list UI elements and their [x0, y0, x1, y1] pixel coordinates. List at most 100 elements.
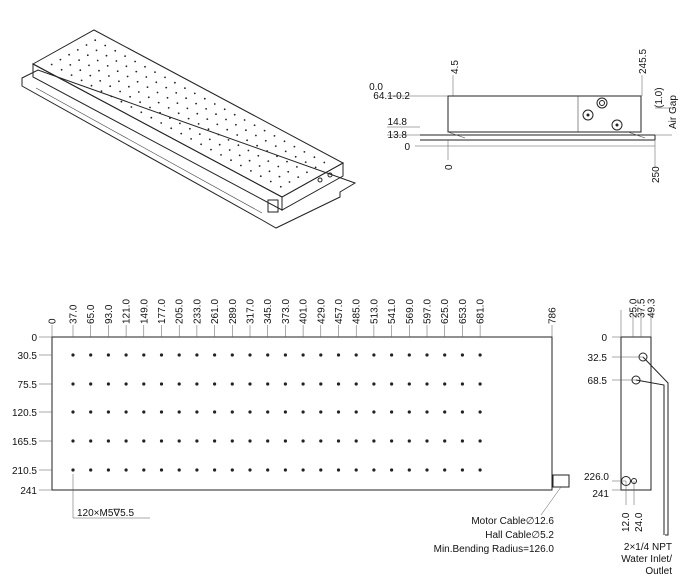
mount-hole: [71, 353, 75, 357]
iso-hole: [217, 133, 220, 136]
iso-hole: [100, 90, 103, 92]
iso-hole: [114, 49, 117, 52]
side-port-3-center: [615, 123, 619, 127]
mount-hole: [460, 468, 464, 472]
end-label-bottom-24: 24.0: [634, 512, 645, 532]
iso-hole: [304, 161, 307, 164]
mount-hole: [213, 468, 217, 472]
iso-hole: [230, 159, 232, 162]
mount-hole: [71, 382, 75, 386]
iso-hole: [110, 95, 113, 98]
iso-hole: [284, 150, 287, 153]
mount-hole: [390, 382, 394, 386]
iso-hole: [174, 81, 176, 84]
end-label-y-68-5: 68.5: [588, 376, 608, 387]
iso-hole: [90, 84, 93, 87]
top-y-label-1: 30.5: [18, 351, 38, 362]
mount-hole: [407, 353, 411, 357]
iso-hole: [278, 175, 281, 178]
side-base-right: [627, 131, 646, 139]
top-x-label-1: 37.0: [69, 304, 80, 324]
top-x-label-4: 121.0: [122, 299, 133, 324]
mount-hole: [213, 353, 217, 357]
mount-hole: [124, 410, 128, 414]
iso-hole: [228, 149, 231, 151]
top-y-label-0: 0: [31, 333, 37, 344]
iso-hole: [129, 95, 132, 98]
mount-hole: [177, 382, 181, 386]
mount-hole: [248, 382, 252, 386]
mount-hole: [195, 353, 199, 357]
top-x-label-5: 149.0: [139, 299, 150, 324]
mount-hole: [106, 439, 110, 443]
iso-hole: [80, 79, 83, 82]
iso-hole: [157, 101, 160, 104]
mount-hole: [71, 439, 75, 443]
water-line-2: [635, 379, 665, 535]
iso-hole: [126, 75, 129, 78]
mount-hole: [336, 382, 341, 386]
iso-hole: [130, 106, 133, 108]
iso-hole: [223, 108, 226, 111]
mount-hole: [443, 439, 447, 443]
end-label-y-0: 0: [601, 333, 607, 344]
mount-hole: [425, 353, 429, 357]
top-x-label-15: 429.0: [316, 299, 327, 324]
mount-hole: [372, 382, 376, 386]
iso-hole: [86, 54, 89, 57]
iso-hole: [263, 129, 266, 132]
iso-hole: [243, 119, 246, 121]
mount-hole: [124, 382, 128, 386]
iso-hole: [267, 160, 270, 163]
iso-hole: [78, 59, 80, 61]
mount-hole: [142, 353, 146, 357]
iso-hole: [79, 69, 82, 72]
iso-hole: [169, 117, 171, 119]
mount-hole: [425, 410, 429, 414]
side-label-14-8: 14.8: [388, 117, 408, 128]
iso-hole: [160, 122, 163, 124]
iso-hole: [135, 70, 138, 73]
mount-hole: [159, 468, 164, 472]
mount-hole: [177, 468, 181, 472]
iso-hole: [96, 59, 99, 62]
mount-hole: [301, 439, 305, 443]
iso-hole: [190, 138, 193, 140]
mount-hole: [372, 468, 376, 472]
top-view-cable-outlet: [552, 474, 570, 488]
cable-note-motor: Motor Cable∅12.6: [471, 516, 554, 527]
iso-hole: [104, 44, 107, 47]
iso-hole: [269, 180, 272, 183]
mount-hole: [283, 439, 287, 443]
iso-hole: [259, 175, 262, 178]
mount-hole: [336, 353, 341, 357]
iso-hole: [245, 129, 247, 132]
mount-hole: [248, 468, 252, 472]
iso-cable-outlet: [267, 199, 279, 213]
mount-hole: [89, 382, 93, 386]
iso-hole: [185, 97, 188, 100]
iso-hole: [235, 123, 237, 126]
end-view-outline: [620, 336, 652, 491]
mount-hole: [266, 468, 270, 472]
mount-hole: [124, 439, 128, 443]
mount-hole: [195, 439, 199, 443]
iso-hole: [266, 150, 268, 152]
side-port-1: [582, 109, 594, 121]
end-x-label-1: 25.0: [629, 298, 640, 318]
mount-hole: [354, 468, 358, 472]
mount-hole: [443, 468, 447, 472]
top-y-label-3: 120.5: [12, 408, 37, 419]
top-x-label-18: 513.0: [369, 299, 380, 324]
cable-note-bending: Min.Bending Radius=126.0: [434, 544, 555, 555]
mount-hole: [177, 439, 181, 443]
mount-hole: [354, 410, 358, 414]
side-label-0: 0: [404, 142, 410, 153]
mount-hole: [89, 353, 93, 357]
iso-hole: [303, 151, 306, 153]
iso-hole: [108, 75, 110, 77]
iso-hole: [76, 49, 79, 51]
